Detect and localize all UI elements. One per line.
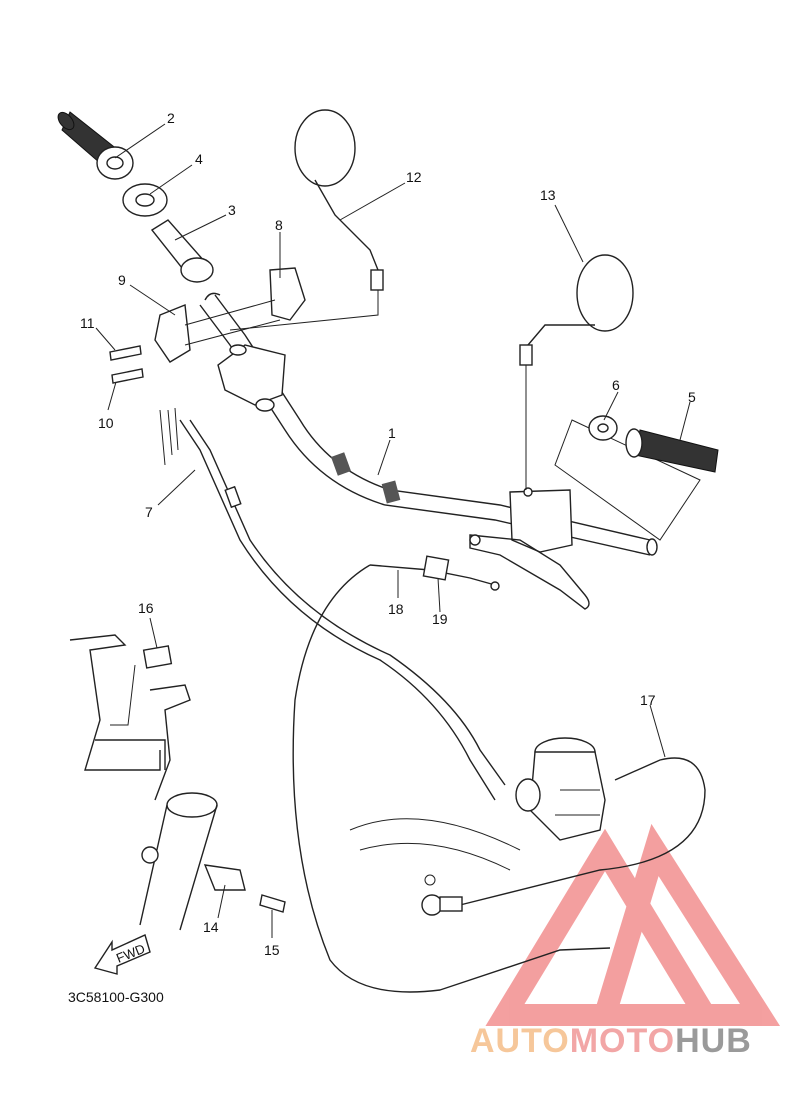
right-grip-part <box>554 415 719 541</box>
callout-11: 11 <box>80 315 95 331</box>
choke-cable-part <box>421 757 706 916</box>
bracket-part <box>69 634 191 801</box>
carburetor-part <box>515 737 606 841</box>
callout-5: 5 <box>688 389 696 405</box>
watermark-hub: HUB <box>675 1022 752 1060</box>
washer-part <box>122 183 168 217</box>
callout-6: 6 <box>612 377 620 393</box>
engine-outline-part <box>349 818 521 886</box>
fwd-arrow-icon: FWD <box>93 934 151 975</box>
callout-12: 12 <box>406 169 422 185</box>
left-mirror-part <box>229 109 384 331</box>
reference-code: 3C58100-G300 <box>68 989 164 1005</box>
watermark-moto: MOTO <box>569 1022 676 1060</box>
callout-17: 17 <box>640 692 656 708</box>
callout-19: 19 <box>432 611 448 627</box>
screw-part <box>109 345 144 384</box>
throttle-cable-part <box>159 407 506 801</box>
watermark-logo-icon <box>485 823 781 1026</box>
callout-3: 3 <box>228 202 236 218</box>
callout-10: 10 <box>98 415 114 431</box>
watermark-auto: AUTO <box>470 1022 570 1060</box>
callout-16: 16 <box>138 600 154 616</box>
left-grip-part <box>57 111 134 180</box>
callout-13: 13 <box>540 187 556 203</box>
right-mirror-part <box>519 254 634 490</box>
callout-1: 1 <box>388 425 396 441</box>
clutch-cable-part <box>292 555 611 993</box>
watermark-brand: AUTOMOTOHUB <box>470 1022 752 1061</box>
callout-18: 18 <box>388 601 404 617</box>
leader-lines <box>95 123 691 938</box>
callout-8: 8 <box>275 217 283 233</box>
callout-14: 14 <box>203 919 219 935</box>
callout-15: 15 <box>264 942 280 958</box>
handlebar-part <box>199 292 658 556</box>
clutch-lever-part <box>469 487 590 610</box>
callout-labels: 2 4 3 8 9 11 10 12 13 6 5 1 7 17 18 19 1… <box>80 110 696 958</box>
callout-7: 7 <box>145 504 153 520</box>
handlebar-clamp-part <box>217 344 286 412</box>
callout-9: 9 <box>118 272 126 288</box>
throttle-grip-part <box>150 219 214 283</box>
fwd-label: FWD <box>114 941 147 966</box>
throttle-housing-part <box>154 267 306 363</box>
callout-4: 4 <box>195 151 203 167</box>
frame-tube-part <box>139 792 286 931</box>
callout-2: 2 <box>167 110 175 126</box>
